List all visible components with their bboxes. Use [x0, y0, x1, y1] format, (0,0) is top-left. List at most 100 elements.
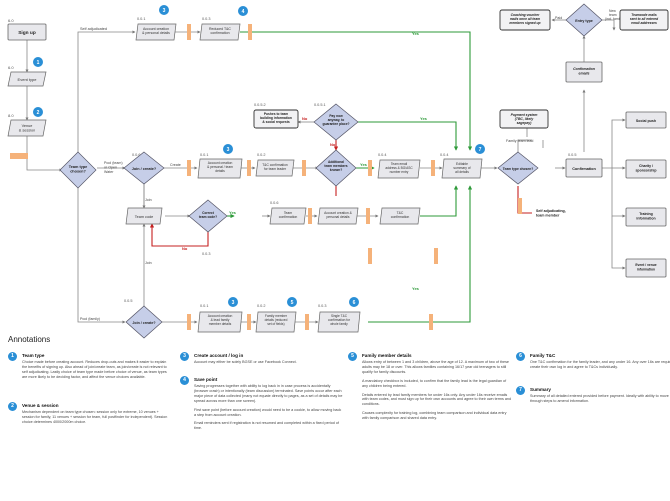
svg-text:3: 3 [227, 147, 230, 153]
node-num: 0.0.5.2 [254, 103, 266, 107]
yes-label: Yes [412, 286, 420, 291]
paid-label: Paid [555, 16, 562, 20]
no-label: No [330, 142, 336, 147]
node-num: 0.0.1 [200, 153, 208, 157]
svg-text:4: 4 [242, 9, 245, 15]
yes-label: Yes [229, 210, 237, 215]
annotation-badge: 2 [8, 402, 17, 411]
account-creation-team-node [197, 158, 243, 179]
annotation-badge: 7 [516, 386, 525, 395]
account-creation-personal-node [317, 207, 359, 225]
svg-text:3: 3 [232, 300, 235, 306]
annotation-heading: Summary [530, 387, 551, 392]
family-member-details-node [255, 311, 297, 333]
node-num: 0.0.6 [270, 201, 278, 205]
badge-3: 3 [159, 5, 169, 15]
confirmation-emails-node [565, 61, 603, 83]
annotation-badge: 6 [516, 352, 525, 361]
signup-node [7, 23, 47, 41]
node-num: 6.0 [8, 65, 14, 70]
join-create-family-label: Join / create? [132, 321, 155, 325]
svg-text:1: 1 [37, 60, 40, 66]
badge-6: 6 [349, 297, 359, 307]
node-num: 8.0 [8, 113, 14, 118]
account-creation-top-node [135, 23, 177, 41]
training-info-node [625, 207, 667, 227]
connectors [25, 18, 626, 324]
signup-label: Sign up [18, 30, 36, 36]
badge-3c: 3 [228, 297, 238, 307]
join-label: Join [145, 261, 152, 265]
annotation-body: Saving progresses together with ability … [194, 384, 343, 431]
annotation-badge: 4 [180, 376, 189, 385]
event-type-node [7, 71, 47, 87]
node-num: 0.0.5 [568, 153, 576, 157]
account-creation-personal-label: Account creation &personal details [324, 211, 352, 219]
tc-confirmation-node [379, 207, 421, 225]
social-push-label: Social push [636, 119, 656, 123]
event-venue-info-node [625, 258, 667, 278]
node-num: 0.0.5 [124, 299, 132, 303]
badge-5: 5 [287, 297, 297, 307]
pushes-to-team-node [253, 109, 299, 129]
node-num: 0.0.4 [440, 153, 448, 157]
confirmation-node [565, 158, 603, 178]
node-num: 0.0.3 [202, 17, 210, 21]
venue-session-node [7, 119, 47, 137]
yes-label: Yes [360, 162, 368, 167]
node-num: 0.0.3 [202, 252, 210, 256]
yes-label: Yes [412, 31, 420, 36]
node-num: 0.0.2 [257, 153, 265, 157]
account-creation-top-label: Account creation& personal details [142, 27, 170, 35]
self-adjudicated-label: Self adjudicated [80, 27, 107, 31]
svg-text:5: 5 [291, 300, 294, 306]
team-type-diamond [59, 151, 97, 189]
team-code-label: Team code [135, 215, 154, 219]
annotation-body: Allows entry of between 1 and 3 children… [362, 360, 512, 421]
self-adj-member-label: Self adjudicating,team member [536, 209, 566, 217]
svg-text:7: 7 [479, 147, 482, 153]
coaching-voucher-node [499, 9, 551, 31]
annotation-badge: 3 [180, 352, 189, 361]
save-points [10, 24, 522, 330]
node-num: 6.0 [8, 18, 14, 23]
node-num: 0.0.1 [200, 304, 208, 308]
svg-text:3: 3 [163, 8, 166, 14]
annotations-title: Annotations [8, 335, 51, 344]
team-email-node [377, 159, 421, 179]
entry-type-label: Entry type [575, 19, 593, 23]
badge-3b: 3 [223, 144, 233, 154]
badges: 1 2 3 4 3 5 6 3 7 [33, 5, 485, 307]
family-team-lead-label: Family team lead [506, 139, 533, 143]
annotation-badge: 5 [348, 352, 357, 361]
confirmation-label: Confirmation [572, 167, 596, 171]
annotation-heading: Family member details [362, 353, 412, 358]
no-label: No [182, 246, 188, 251]
annotation-body: Mechanism dependent on team type chosen:… [22, 410, 168, 424]
svg-text:2: 2 [37, 110, 40, 116]
badge-7: 7 [475, 144, 485, 154]
node-num: 0.0.5.1 [314, 103, 326, 107]
annotation-heading: Create account / log in [194, 353, 244, 358]
yes-connectors [227, 31, 473, 323]
correct-code-diamond [188, 199, 228, 233]
badge-4: 4 [238, 6, 248, 16]
